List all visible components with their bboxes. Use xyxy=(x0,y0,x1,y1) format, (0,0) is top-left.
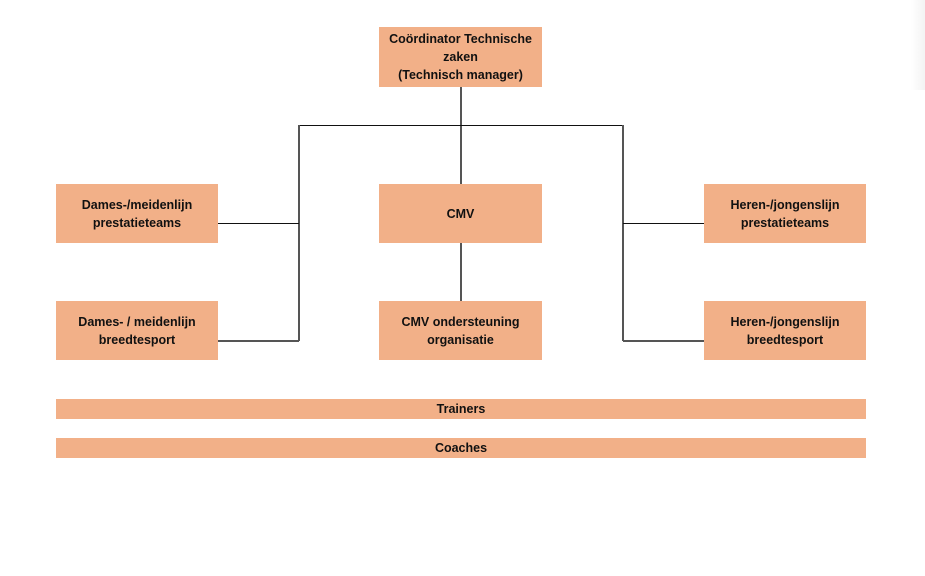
connector-left-top xyxy=(218,223,299,224)
connector-cmv-down xyxy=(460,243,462,301)
connector-root-down xyxy=(460,86,462,184)
connector-right-vertical xyxy=(622,125,624,341)
bar-trainers: Trainers xyxy=(56,399,866,419)
connector-left-vertical xyxy=(298,125,300,341)
connector-right-bottom xyxy=(623,340,704,342)
node-coordinator-technische-zaken: Coördinator Technische zaken (Technisch … xyxy=(379,27,542,87)
node-dames-breedtesport: Dames- / meidenlijn breedtesport xyxy=(56,301,218,360)
page-edge-shadow xyxy=(911,0,925,90)
node-heren-breedtesport: Heren-/jongenslijn breedtesport xyxy=(704,301,866,360)
bar-coaches: Coaches xyxy=(56,438,866,458)
node-heren-prestatieteams: Heren-/jongenslijn prestatieteams xyxy=(704,184,866,243)
connector-left-bottom xyxy=(218,340,299,342)
connector-right-top xyxy=(623,223,704,224)
node-cmv: CMV xyxy=(379,184,542,243)
connector-horizontal-branch xyxy=(298,125,624,126)
node-cmv-ondersteuning: CMV ondersteuning organisatie xyxy=(379,301,542,360)
node-dames-prestatieteams: Dames-/meidenlijn prestatieteams xyxy=(56,184,218,243)
